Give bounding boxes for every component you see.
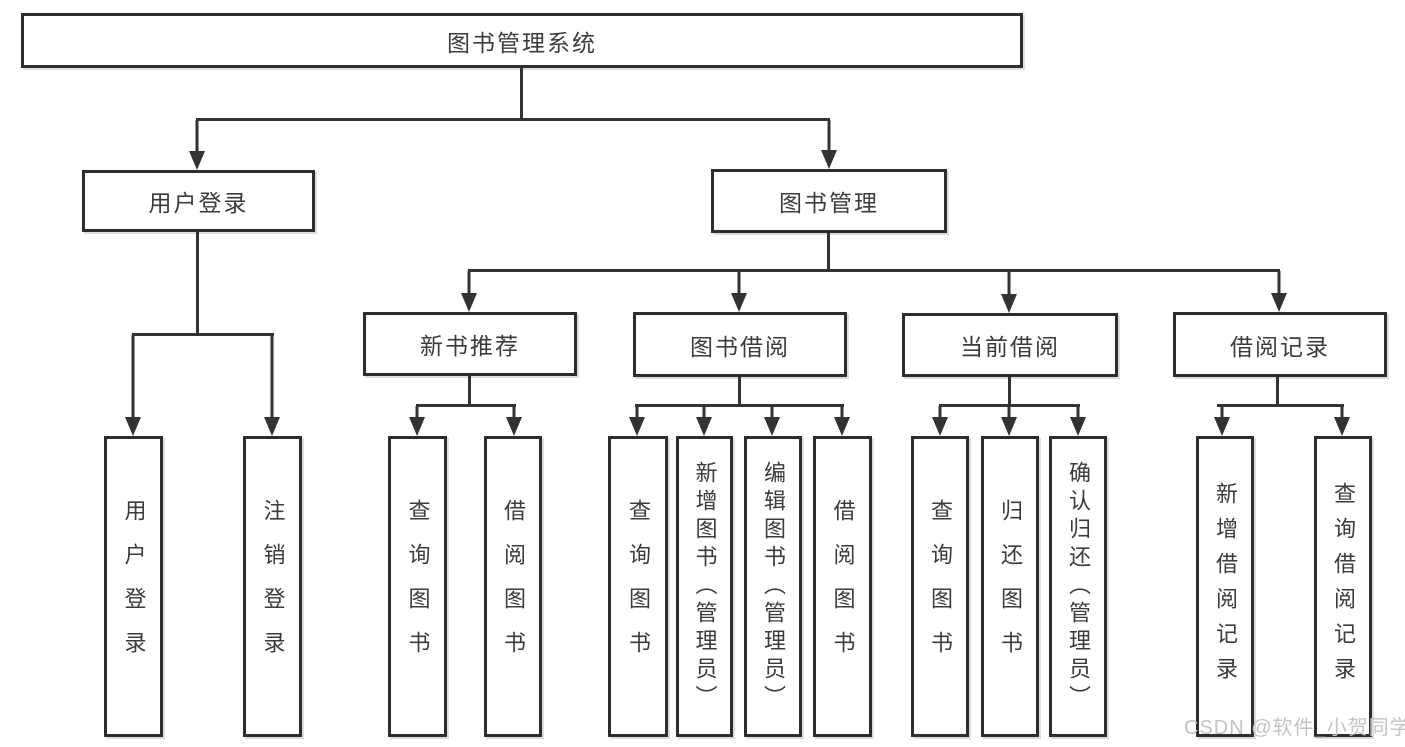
leaf-label: 借阅图书 [830, 498, 856, 675]
connector-rail-book-borrow [635, 404, 844, 407]
arrow-down-icon [125, 335, 141, 436]
connector-rail-level1 [196, 118, 830, 121]
node-root-label: 图书管理系统 [447, 29, 597, 56]
arrow-down-icon [189, 120, 205, 170]
leaf-label: 用户登录 [121, 498, 147, 675]
leaf-label: 新增图书（管理员） [692, 460, 718, 713]
leaf-user-login: 用户登录 [104, 436, 163, 737]
connector-stem-book-borrow [738, 377, 741, 407]
leaf-label: 编辑图书（管理员） [761, 460, 786, 713]
connector-stem-borrow-records [1276, 377, 1279, 407]
arrow-down-icon [264, 335, 280, 436]
arrow-down-icon [506, 406, 522, 436]
node-book-borrow-label: 图书借阅 [690, 333, 790, 360]
connector-stem-new-book-recommend [468, 376, 471, 407]
arrow-down-icon [461, 271, 477, 312]
leaf-label: 查询图书 [405, 498, 431, 675]
connector-rail-current-borrow [939, 404, 1080, 407]
leaf-edit-books-admin: 编辑图书（管理员） [744, 436, 802, 737]
arrow-down-icon [1001, 271, 1017, 313]
leaf-add-books-admin: 新增图书（管理员） [676, 436, 733, 737]
connector-stem-user-login [196, 232, 199, 336]
arrow-down-icon [696, 406, 712, 436]
leaf-label: 确认归还（管理员） [1066, 460, 1091, 713]
node-user-login-label: 用户登录 [148, 190, 249, 216]
node-book-borrow: 图书借阅 [633, 312, 847, 377]
leaf-query-borrow-record: 查询借阅记录 [1314, 436, 1372, 737]
leaf-label: 注销登录 [260, 498, 286, 675]
leaf-confirm-return-admin: 确认归还（管理员） [1049, 436, 1107, 737]
node-user-login: 用户登录 [82, 170, 315, 232]
node-new-book-recommend: 新书推荐 [363, 312, 577, 376]
connector-stem-current-borrow [1008, 377, 1011, 407]
leaf-label: 新增借阅记录 [1213, 481, 1238, 692]
connector-stem-book-management [827, 233, 830, 272]
arrow-down-icon [629, 406, 645, 436]
connector-rail-book-management [468, 269, 1280, 272]
arrow-down-icon [1334, 406, 1350, 436]
arrow-down-icon [834, 406, 850, 436]
leaf-query-books-current: 查询图书 [911, 436, 969, 737]
arrow-down-icon [764, 406, 780, 436]
arrow-down-icon [731, 271, 747, 312]
arrow-down-icon [1070, 406, 1086, 436]
leaf-label: 归还图书 [998, 498, 1023, 675]
leaf-return-books: 归还图书 [981, 436, 1039, 737]
arrow-down-icon [821, 120, 837, 169]
connector-rail-user-login [132, 333, 274, 336]
leaf-logout: 注销登录 [243, 436, 302, 737]
leaf-label: 查询图书 [626, 498, 651, 675]
leaf-query-books-recommend: 查询图书 [388, 436, 447, 737]
node-current-borrow: 当前借阅 [902, 313, 1118, 377]
node-current-borrow-label: 当前借阅 [960, 334, 1060, 360]
node-book-management-label: 图书管理 [779, 190, 879, 216]
node-borrow-records-label: 借阅记录 [1230, 333, 1330, 360]
leaf-label: 查询借阅记录 [1331, 481, 1356, 692]
leaf-borrow-books: 借阅图书 [813, 436, 872, 737]
connector-rail-borrow-records [1217, 404, 1344, 407]
connector-rail-new-book-recommend [416, 404, 516, 407]
leaf-query-books-borrow: 查询图书 [608, 436, 668, 737]
leaf-label: 查询图书 [928, 498, 953, 675]
watermark: CSDN @软件_小贺同学 [1184, 717, 1405, 739]
node-book-management: 图书管理 [711, 169, 947, 233]
node-new-book-recommend-label: 新书推荐 [420, 333, 520, 359]
node-borrow-records: 借阅记录 [1173, 312, 1387, 377]
arrow-down-icon [1214, 406, 1230, 436]
arrow-down-icon [932, 406, 948, 436]
arrow-down-icon [1001, 406, 1017, 436]
leaf-add-borrow-record: 新增借阅记录 [1196, 436, 1254, 737]
connector-stem-root [520, 68, 523, 121]
arrow-down-icon [1271, 271, 1287, 312]
leaf-label: 借阅图书 [501, 498, 526, 675]
arrow-down-icon [409, 406, 425, 436]
leaf-borrow-books-recommend: 借阅图书 [484, 436, 542, 737]
node-root: 图书管理系统 [21, 13, 1023, 68]
